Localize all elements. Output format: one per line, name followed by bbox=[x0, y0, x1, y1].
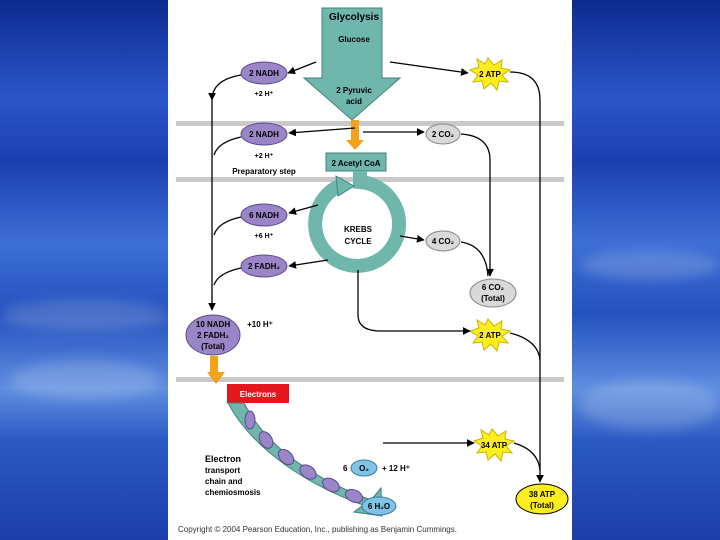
atp-label-2: 2 ATP bbox=[479, 331, 501, 340]
atp-total-label-1: 38 ATP bbox=[529, 490, 556, 499]
krebs-label-2: CYCLE bbox=[344, 237, 372, 246]
background-left bbox=[0, 0, 168, 540]
arrow-fadh-down bbox=[213, 267, 242, 286]
etc-carrier bbox=[299, 464, 317, 480]
h2o-label: 6 H₂O bbox=[368, 502, 390, 511]
krebs-cycle-arrowhead bbox=[335, 175, 355, 197]
o2-oval bbox=[350, 459, 378, 477]
etc-label-2: transport bbox=[205, 466, 240, 475]
etc-label-3: chain and bbox=[205, 477, 242, 486]
background-right bbox=[572, 0, 720, 540]
electrons-label: Electrons bbox=[240, 390, 277, 399]
pyruvic-label-2: acid bbox=[346, 97, 362, 106]
co2-oval-1 bbox=[425, 123, 461, 145]
glycolysis-arrow bbox=[302, 7, 402, 121]
nadh-oval-1 bbox=[240, 61, 288, 85]
arrow-atp-trunk bbox=[509, 71, 544, 483]
orange-arrow-2 bbox=[207, 356, 225, 384]
atp-label-3: 34 ATP bbox=[481, 441, 508, 450]
co2-total-label-1: 6 CO₂ bbox=[482, 283, 505, 292]
arrow-to-co2-2 bbox=[399, 234, 425, 243]
band-mitochondria-1 bbox=[176, 121, 564, 126]
nadh-oval-3 bbox=[240, 203, 288, 227]
nadh-total-label-3: (Total) bbox=[201, 342, 225, 351]
atp-total-label-2: (Total) bbox=[530, 501, 554, 510]
arrow-atp-3-to-trunk bbox=[513, 442, 541, 471]
atp-star-3 bbox=[472, 428, 516, 463]
etc-carrier bbox=[277, 448, 295, 466]
preparatory-step-label: Preparatory step bbox=[232, 167, 296, 176]
nadh-total-oval bbox=[185, 314, 241, 356]
etc-carrier bbox=[344, 488, 364, 504]
o2-count-label: 6 bbox=[343, 464, 348, 473]
arrow-to-nadh-2 bbox=[288, 127, 356, 137]
krebs-cycle-ring bbox=[308, 171, 407, 273]
arrow-co2-2-to-total bbox=[460, 241, 489, 277]
etc-label-4: chemiosmosis bbox=[205, 488, 261, 497]
atp-star-1 bbox=[468, 57, 512, 92]
atp-star-2 bbox=[468, 318, 512, 353]
glycolysis-label: Glycolysis bbox=[329, 12, 379, 23]
arrow-to-fadh bbox=[288, 259, 329, 269]
background-cloud bbox=[580, 380, 720, 430]
acetyl-coa-label: 2 Acetyl CoA bbox=[331, 159, 380, 168]
nadh-label-3: 6 NADH bbox=[249, 211, 279, 220]
nadh-label-1: 2 NADH bbox=[249, 69, 279, 78]
arrow-nadh-2-down bbox=[213, 136, 242, 156]
orange-arrow-1 bbox=[346, 120, 364, 150]
h2o-oval bbox=[361, 496, 397, 516]
background-cloud bbox=[10, 360, 160, 400]
etc-label-1: Electron bbox=[205, 454, 241, 464]
co2-total-label-2: (Total) bbox=[481, 294, 505, 303]
background-cloud bbox=[0, 300, 170, 330]
background-cloud bbox=[580, 250, 720, 280]
etc-carrier bbox=[244, 410, 256, 430]
h-label-3: +6 H⁺ bbox=[255, 233, 274, 240]
co2-total-oval bbox=[469, 278, 517, 308]
krebs-label-1: KREBS bbox=[344, 225, 373, 234]
arrow-nadh-3-down bbox=[213, 216, 242, 236]
arrow-to-atp-2 bbox=[357, 270, 471, 335]
copyright-text: Copyright © 2004 Pearson Education, Inc.… bbox=[178, 525, 457, 534]
atp-label-1: 2 ATP bbox=[479, 70, 501, 79]
co2-label-1: 2 CO₂ bbox=[432, 130, 455, 139]
h-label-2: +2 H⁺ bbox=[255, 153, 274, 160]
etc-carrier bbox=[322, 477, 340, 493]
co2-label-2: 4 CO₂ bbox=[432, 237, 455, 246]
arrow-to-nadh-1 bbox=[287, 61, 317, 75]
h-label-1: +2 H⁺ bbox=[255, 91, 274, 98]
co2-oval-2 bbox=[425, 230, 461, 252]
nadh-total-label-2: 2 FADH₂ bbox=[197, 331, 229, 340]
glucose-label: Glucose bbox=[338, 35, 370, 44]
arrow-nadh-1-down bbox=[208, 74, 242, 101]
flow-arrows bbox=[208, 61, 544, 483]
fadh-oval bbox=[240, 254, 288, 278]
etc-carrier bbox=[258, 431, 274, 449]
h-label-4: +10 H⁺ bbox=[247, 320, 273, 329]
arrow-to-nadh-3 bbox=[288, 204, 319, 215]
respiration-diagram: Glycolysis Glucose 2 Pyruvic acid 2 Acet… bbox=[176, 7, 569, 534]
diagram-panel: Glycolysis Glucose 2 Pyruvic acid 2 Acet… bbox=[168, 0, 572, 540]
nadh-label-2: 2 NADH bbox=[249, 130, 279, 139]
nadh-oval-2 bbox=[240, 122, 288, 146]
nadh-total-label-1: 10 NADH bbox=[196, 320, 230, 329]
electrons-box bbox=[227, 384, 289, 403]
band-mitochondria-3 bbox=[176, 377, 564, 382]
pyruvic-label-1: 2 Pyruvic bbox=[336, 86, 372, 95]
arrow-atp-2-to-trunk bbox=[509, 332, 541, 361]
arrow-co2-1-to-total bbox=[460, 133, 494, 277]
fadh-label: 2 FADH₂ bbox=[248, 262, 280, 271]
o2-label: O₂ bbox=[359, 464, 369, 473]
atp-total-oval bbox=[515, 483, 569, 515]
h-label-5: + 12 H⁺ bbox=[382, 464, 410, 473]
arrow-to-atp-1 bbox=[389, 61, 469, 76]
